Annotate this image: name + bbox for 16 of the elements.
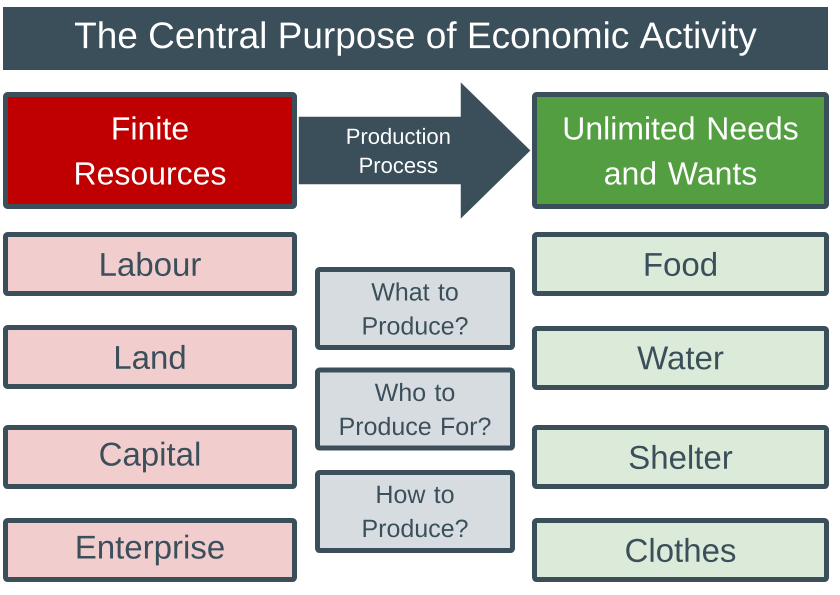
item-box: Capital	[3, 425, 297, 489]
item-box: Land	[3, 325, 297, 389]
item-box: Enterprise	[3, 518, 297, 582]
block-arrow	[298, 82, 530, 218]
header-box: Finite Resources	[3, 92, 297, 209]
question-box: How to Produce?	[315, 470, 515, 553]
item-box: Labour	[3, 232, 297, 296]
item-box: Shelter	[532, 425, 829, 489]
item-box: Food	[532, 232, 829, 296]
header-box: Unlimited Needs and Wants	[532, 92, 829, 209]
item-box: Water	[532, 326, 829, 390]
item-box: Clothes	[532, 518, 829, 582]
title-bar: The Central Purpose of Economic Activity	[3, 7, 828, 70]
question-box: What to Produce?	[315, 267, 515, 350]
question-box: Who to Produce For?	[315, 368, 515, 450]
edge-label: Production Process	[348, 128, 450, 174]
